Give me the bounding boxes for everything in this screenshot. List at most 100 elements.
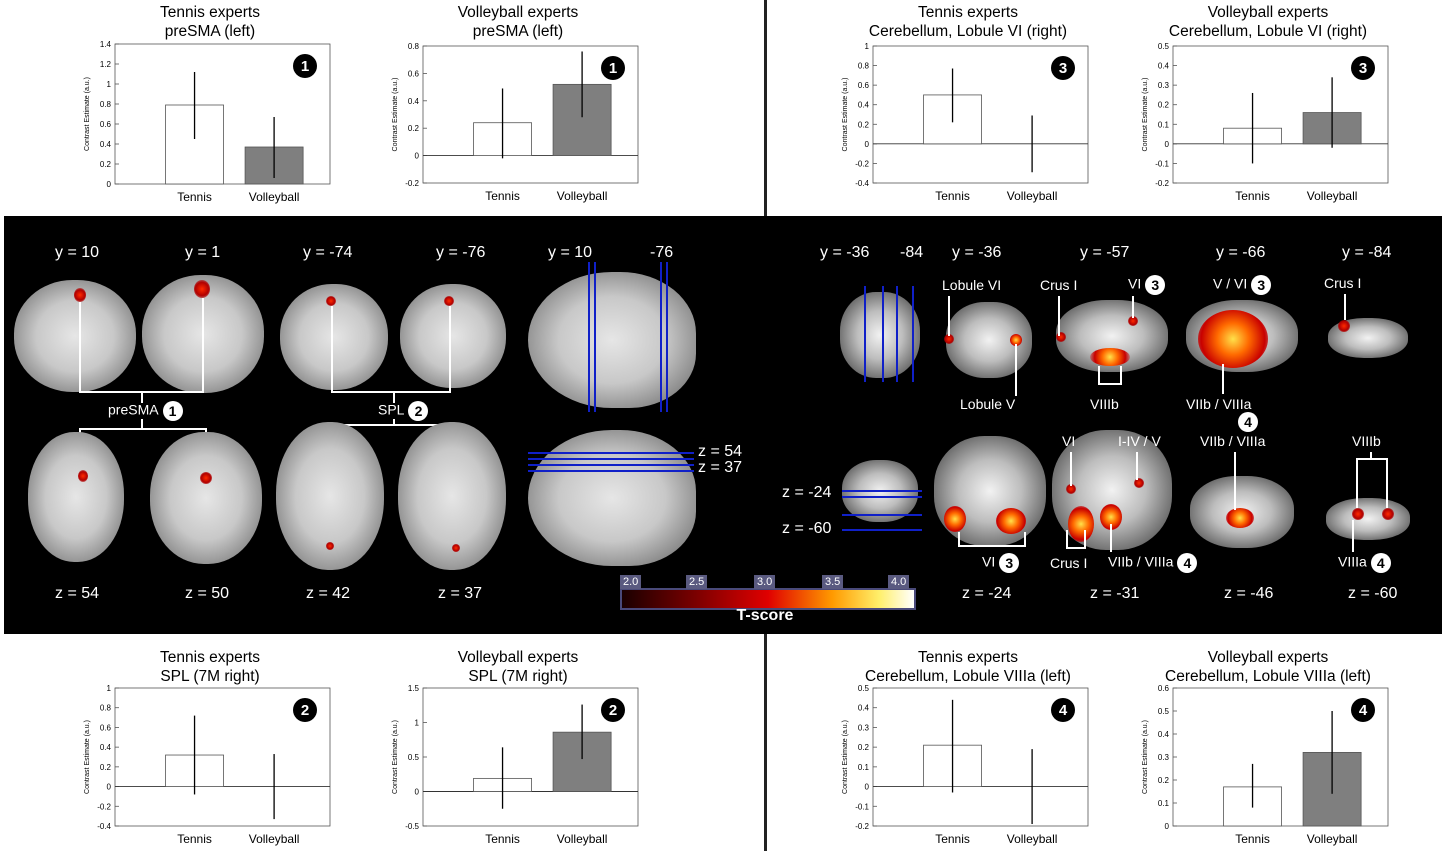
- category-label: Tennis: [935, 832, 970, 846]
- sagittal-brain-slice: [528, 272, 696, 408]
- bracket-line: [1098, 383, 1122, 385]
- activation-blob: [996, 508, 1026, 534]
- badge-circle: [1351, 698, 1375, 722]
- slice-label: z = -31: [1090, 585, 1140, 602]
- slice-line: [528, 470, 694, 472]
- bracket-line: [1370, 452, 1372, 460]
- y-tick-label: 0.4: [858, 704, 870, 713]
- badge-number: 3: [1059, 60, 1067, 77]
- y-tick-label: -0.2: [855, 822, 869, 831]
- bracket-line: [1356, 458, 1388, 460]
- bracket-line: [141, 419, 143, 429]
- y-tick-label: -0.4: [97, 822, 111, 831]
- chart-volleyball-lobule-viiia: Volleyball experts Cerebellum, Lobule VI…: [1118, 646, 1418, 851]
- slice-line: [528, 458, 694, 460]
- badge-number: 2: [301, 702, 309, 719]
- y-tick-label: 0: [865, 140, 870, 149]
- chart-subtitle: preSMA (left): [472, 23, 564, 40]
- y-axis-label: Contrast Estimate (a.u.): [1142, 720, 1149, 794]
- slice-label: z = 54: [698, 443, 743, 460]
- slice-label: y = -84: [1342, 244, 1392, 261]
- slice-label: z = 37: [438, 585, 483, 602]
- activation-blob: [1068, 506, 1094, 542]
- t-score-colorbar: [620, 588, 916, 610]
- y-tick-label: 0.1: [1158, 120, 1170, 129]
- slice-label: y = 10: [548, 244, 593, 261]
- bracket-line: [79, 302, 81, 392]
- badge-1: 1: [162, 401, 183, 421]
- sagittal-brain-slice: [528, 430, 696, 566]
- y-tick-label: -0.5: [405, 822, 419, 831]
- y-axis-label: Contrast Estimate (a.u.): [1142, 78, 1149, 152]
- y-tick-label: 0.2: [1158, 776, 1170, 785]
- badge-circle: [601, 698, 625, 722]
- badge-number: 1: [301, 58, 309, 75]
- category-label: Tennis: [177, 832, 212, 846]
- category-label: Volleyball: [1007, 832, 1058, 846]
- category-label: Volleyball: [1307, 832, 1358, 846]
- chart-tennis-lobule-vi: Tennis experts Cerebellum, Lobule VI (ri…: [818, 0, 1118, 216]
- chart-title: Volleyball experts: [1207, 649, 1329, 666]
- annotation-line: [1234, 452, 1236, 510]
- y-tick-label: 0.2: [858, 743, 870, 752]
- slice-line: [882, 286, 884, 382]
- annotation-line: [1222, 364, 1224, 394]
- slice-line: [588, 262, 590, 412]
- activation-blob: [1134, 478, 1144, 488]
- category-label: Volleyball: [557, 189, 608, 203]
- category-label: Tennis: [485, 832, 520, 846]
- y-tick-label: -0.2: [1155, 179, 1169, 188]
- chart-subtitle: SPL (7M right): [468, 668, 568, 685]
- annotation-viiib: VIIIb: [1352, 433, 1381, 449]
- activation-blob: [1056, 332, 1066, 342]
- slice-line: [842, 490, 922, 492]
- slice-line: [864, 286, 866, 382]
- y-tick-label: 0.5: [1158, 707, 1170, 716]
- y-tick-label: 0.3: [1158, 81, 1170, 90]
- slice-label: z = 37: [698, 459, 743, 476]
- colorbar-tick: 3.0: [754, 575, 776, 589]
- slice-label: y = -36: [952, 244, 1002, 261]
- slice-label: z = -60: [1348, 585, 1398, 602]
- y-tick-label: 0: [865, 783, 870, 792]
- y-tick-label: 0.6: [100, 723, 112, 732]
- activation-blob: [1198, 310, 1268, 368]
- bracket-line: [1098, 366, 1100, 384]
- bracket-line: [449, 306, 451, 392]
- slice-line: [528, 452, 694, 454]
- category-label: Tennis: [1235, 189, 1270, 203]
- annotation-line: [1344, 294, 1346, 320]
- colorbar-label: T-score: [736, 607, 794, 624]
- y-tick-label: 0.4: [408, 97, 420, 106]
- y-tick-label: -0.2: [97, 802, 111, 811]
- bracket-line: [1066, 530, 1068, 548]
- y-tick-label: -0.1: [1155, 159, 1169, 168]
- bracket-line: [1084, 530, 1086, 548]
- chart-title: Tennis experts: [160, 649, 260, 666]
- activation-blob: [74, 288, 86, 302]
- annotation-crus-i: Crus I: [1050, 555, 1088, 571]
- badge-number: 1: [609, 60, 617, 77]
- annotation-line: [1132, 296, 1134, 318]
- chart-subtitle: preSMA (left): [164, 23, 256, 40]
- activation-blob: [944, 506, 966, 532]
- badge-circle: [1351, 56, 1375, 80]
- slice-label: z = 50: [185, 585, 230, 602]
- slice-label: z = 42: [306, 585, 351, 602]
- y-tick-label: -0.2: [405, 179, 419, 188]
- slice-label: -76: [650, 244, 674, 261]
- y-tick-label: 0: [1165, 140, 1170, 149]
- activation-blob: [452, 544, 460, 552]
- slice-line: [842, 529, 922, 531]
- category-label: Tennis: [935, 189, 970, 203]
- axial-brain-slice: [28, 432, 124, 562]
- chart-subtitle: Cerebellum, Lobule VIIIa (left): [865, 668, 1071, 685]
